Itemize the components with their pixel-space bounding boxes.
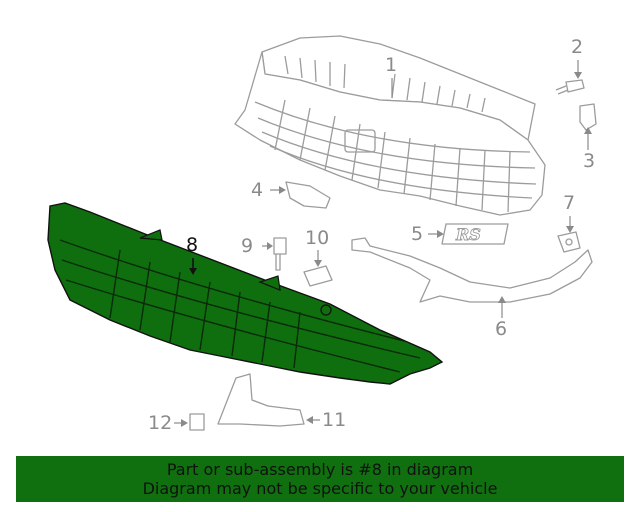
lower-grille-part-8[interactable]: [47, 202, 444, 385]
banner-line-2: Diagram may not be specific to your vehi…: [142, 479, 498, 498]
callout-7[interactable]: 7: [563, 192, 576, 214]
clip-part-3: [579, 103, 597, 150]
svg-text:RS: RS: [455, 225, 481, 244]
callout-9[interactable]: 9: [241, 235, 254, 257]
bracket-part-4: [270, 181, 331, 209]
upper-grille-assembly: [234, 35, 546, 216]
retainer-part-10: [303, 250, 333, 287]
banner-line-1: Part or sub-assembly is #8 in diagram: [166, 460, 474, 479]
callout-8[interactable]: 8: [186, 234, 199, 256]
callout-11[interactable]: 11: [322, 409, 347, 431]
callout-12[interactable]: 12: [148, 412, 173, 434]
callout-2[interactable]: 2: [571, 36, 584, 58]
callout-1[interactable]: 1: [385, 54, 398, 76]
bolt-part-2: [555, 60, 585, 95]
clip-part-7: [557, 216, 581, 253]
callout-3[interactable]: 3: [583, 150, 596, 172]
callout-6[interactable]: 6: [495, 318, 508, 340]
callout-10[interactable]: 10: [305, 227, 330, 249]
lower-grille-body: [47, 202, 444, 385]
callout-5[interactable]: 5: [411, 223, 424, 245]
rs-emblem-part-5: RS: [428, 223, 509, 245]
parts-diagram: RS: [47, 35, 597, 431]
deflector-part-11: [217, 373, 320, 427]
callout-4[interactable]: 4: [251, 179, 264, 201]
push-pin-part-12: [174, 413, 205, 431]
trim-molding-part-6: [351, 237, 593, 318]
screw-part-9: [262, 237, 287, 271]
info-banner: Part or sub-assembly is #8 in diagram Di…: [16, 456, 624, 502]
